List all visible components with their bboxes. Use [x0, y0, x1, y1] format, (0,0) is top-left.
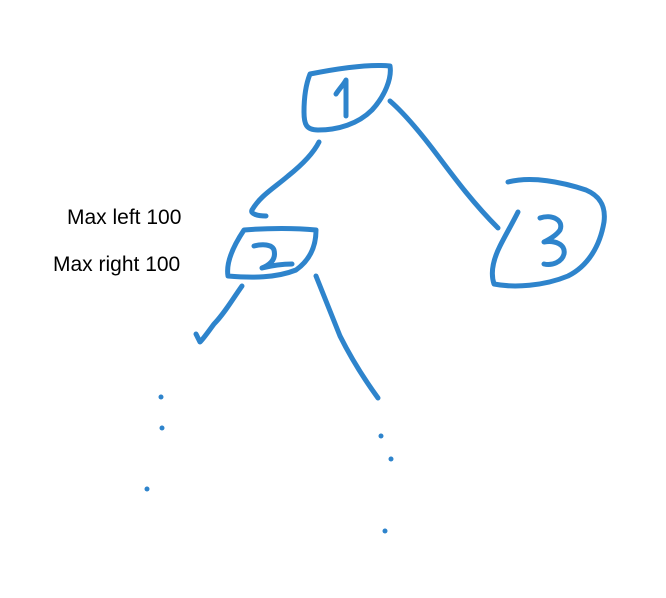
edge-2-right — [313, 273, 381, 401]
ellipsis-dot — [378, 433, 384, 439]
node-1 — [301, 63, 393, 133]
ellipsis-dot — [158, 394, 164, 400]
edge-1-3 — [387, 98, 501, 231]
ellipsis-dot — [382, 528, 388, 534]
node-2-outline — [225, 226, 319, 280]
node-3 — [489, 177, 607, 289]
ellipsis-dot — [388, 456, 394, 462]
node-3-digit — [537, 214, 567, 267]
edge-1-2 — [249, 139, 322, 219]
max-left-annotation: Max left 100 — [67, 206, 182, 229]
max-right-annotation: Max right 100 — [53, 253, 181, 276]
node-1-outline — [301, 63, 393, 133]
node-1-digit — [333, 77, 349, 119]
node-3-outline — [489, 177, 607, 289]
node-2-digit — [251, 242, 295, 271]
edge-2-left — [193, 283, 245, 345]
node-2 — [225, 226, 319, 280]
ellipsis-dot — [144, 486, 150, 492]
ellipsis-dot — [159, 425, 165, 431]
